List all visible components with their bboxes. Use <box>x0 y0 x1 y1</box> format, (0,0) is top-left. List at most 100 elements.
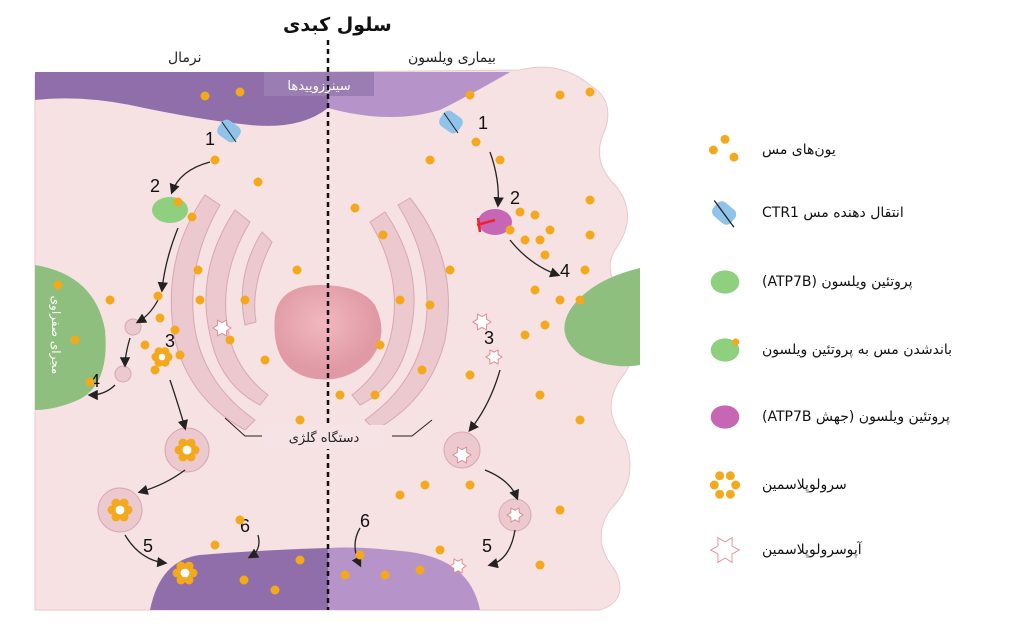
copper-ion <box>395 295 405 305</box>
copper-ion <box>555 505 565 515</box>
step-number: 5 <box>143 536 153 556</box>
copper-ion <box>435 545 445 555</box>
copper-ion <box>187 212 197 222</box>
ceruloplasmin-copper <box>111 512 121 522</box>
apoceruloplasmin-icon <box>506 507 524 523</box>
copper-ion <box>210 155 220 165</box>
legend-label: یون‌های مس <box>762 142 836 158</box>
bile-duct-right <box>564 268 640 367</box>
ceruloplasmin-copper <box>119 498 129 508</box>
copper-ion <box>530 285 540 295</box>
copper-ion <box>395 490 405 500</box>
copper-ion <box>471 137 481 147</box>
step-number: 1 <box>205 129 215 149</box>
inhibition-icon <box>476 217 496 233</box>
copper-ion <box>170 325 180 335</box>
copper-ion <box>530 210 540 220</box>
copper-ion <box>105 295 115 305</box>
copper-ion <box>445 265 455 275</box>
sinusoid-normal <box>35 72 328 126</box>
ctr1-transporter-icon <box>439 110 463 134</box>
ctr1-transporter-icon <box>217 119 241 143</box>
copper-ion <box>520 330 530 340</box>
copper-ion <box>585 87 595 97</box>
copper-ion <box>240 295 250 305</box>
ceruloplasmin-copper <box>188 568 198 578</box>
page-title: سلول کبدی <box>283 14 392 36</box>
copper-ion <box>70 335 80 345</box>
step-number: 4 <box>90 371 100 391</box>
ceruloplasmin-copper <box>186 438 196 448</box>
copper-ion <box>555 90 565 100</box>
ceruloplasmin-copper <box>176 575 186 585</box>
copper-ion <box>420 480 430 490</box>
ceruloplasmin-copper <box>111 498 121 508</box>
copper-ion <box>540 250 550 260</box>
apoceruloplasmin-icon <box>485 349 503 365</box>
process-arrows <box>87 151 561 569</box>
step-number: 5 <box>482 536 492 556</box>
copper-ion <box>155 313 165 323</box>
sinusoid-label: سینوزوییدها <box>287 79 350 94</box>
step-number: 1 <box>478 113 488 133</box>
ceruloplasmin-copper <box>119 512 129 522</box>
step-number: 2 <box>150 176 160 196</box>
ceruloplasmin-copper <box>184 561 194 571</box>
copper-ion <box>53 280 63 290</box>
copper-ion <box>335 390 345 400</box>
ceruloplasmin-icon <box>158 353 166 361</box>
apoceruloplasmin-icon <box>472 313 492 331</box>
legend-item: یون‌های مس <box>700 130 1000 170</box>
copper-ion <box>535 390 545 400</box>
ceruloplasmin-copper <box>176 561 186 571</box>
copper-ion <box>555 295 565 305</box>
copper-ion <box>350 203 360 213</box>
apoceruloplasmin-icon <box>212 319 232 337</box>
step-number: 6 <box>240 516 250 536</box>
disease-label: بیماری ویلسون <box>408 50 496 66</box>
copper-ion <box>585 230 595 240</box>
copper-ion <box>193 265 203 275</box>
ceruloplasmin-copper <box>123 505 133 515</box>
apoceruloplasmin-icon <box>452 446 472 464</box>
copper-bound-atp7b-icon <box>710 338 740 362</box>
copper-ion <box>378 230 388 240</box>
copper-ion <box>85 377 95 387</box>
copper-ion <box>575 295 585 305</box>
copper-ion <box>235 87 245 97</box>
copper-ion <box>535 235 545 245</box>
legend-item: پروتئین ویلسون (جهش ATP7B) <box>700 397 1000 437</box>
copper-ion <box>375 340 385 350</box>
copper-ions-icon <box>708 134 739 162</box>
copper-ion <box>340 570 350 580</box>
copper-ion <box>465 90 475 100</box>
copper-ion <box>253 177 263 187</box>
ceruloplasmin-copper <box>178 438 188 448</box>
apoceruloplasmin-icon <box>449 558 467 574</box>
copper-ion <box>295 555 305 565</box>
mutant-atp7b-icon <box>478 209 512 235</box>
apoceruloplasmin-icon <box>709 536 741 564</box>
ceruloplasmin-icon <box>180 568 190 578</box>
copper-ion <box>173 197 183 207</box>
copper-ion <box>465 370 475 380</box>
copper-ion <box>425 155 435 165</box>
copper-ion <box>292 265 302 275</box>
copper-ion <box>355 550 365 560</box>
copper-ion <box>239 575 249 585</box>
step-number: 4 <box>560 261 570 281</box>
legend-item: باندشدن مس به پروتئین ویلسون <box>700 330 1000 370</box>
legend-label: سرولوپلاسمین <box>762 477 847 493</box>
step-number: 3 <box>165 331 175 351</box>
canaliculus-normal <box>150 548 328 610</box>
copper-ion <box>417 365 427 375</box>
copper-ion <box>225 335 235 345</box>
copper-ion <box>545 225 555 235</box>
copper-ion <box>540 320 550 330</box>
copper-ion <box>425 300 435 310</box>
copper-ion <box>575 415 585 425</box>
legend-label: پروتئین ویلسون (ATP7B) <box>762 274 913 290</box>
copper-ion <box>465 480 475 490</box>
copper-ion <box>520 235 530 245</box>
